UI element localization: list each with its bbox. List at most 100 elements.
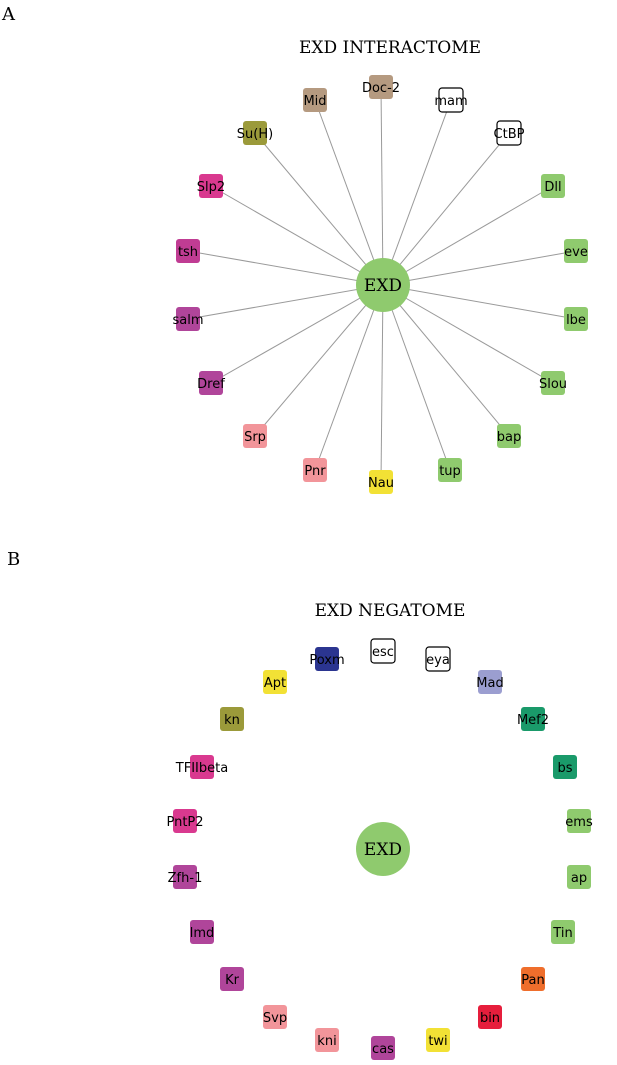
gene-node-box (263, 1005, 287, 1029)
gene-node-label: lbe (566, 313, 586, 328)
gene-node-label: Dref (197, 377, 225, 392)
gene-node: Doc-2 (362, 75, 400, 99)
gene-node-label: Mad (476, 676, 503, 691)
gene-node-box (369, 75, 393, 99)
gene-node: bs (553, 755, 577, 779)
hub-node (356, 258, 410, 312)
edge (382, 185, 554, 286)
gene-node-box (176, 307, 200, 331)
gene-node: Su(H) (237, 121, 273, 145)
gene-node-label: bap (497, 430, 521, 445)
gene-node: Mid (303, 88, 327, 112)
panel-letter: B (7, 549, 20, 570)
gene-node-label: Zfh-1 (168, 871, 203, 886)
gene-node-box (567, 865, 591, 889)
gene-node-label: TFIIbeta (175, 761, 228, 776)
panel-title: EXD NEGATOME (315, 601, 466, 621)
gene-node-box (438, 87, 464, 113)
gene-node-box (220, 967, 244, 991)
gene-node-box (371, 1036, 395, 1060)
gene-node-box (521, 967, 545, 991)
gene-node-box (303, 88, 327, 112)
gene-node-box (190, 755, 214, 779)
gene-node-label: Pnr (304, 464, 326, 479)
gene-node: tsh (176, 239, 200, 263)
gene-node-label: CtBP (494, 127, 525, 142)
edge (382, 99, 452, 286)
gene-node-box (263, 670, 287, 694)
gene-node: ap (567, 865, 591, 889)
gene-node-label: Su(H) (237, 127, 273, 142)
edge (254, 132, 384, 286)
gene-node-box (315, 647, 339, 671)
gene-node: TFIIbeta (175, 755, 228, 779)
gene-node-box (370, 638, 396, 664)
gene-node: Pan (521, 967, 545, 991)
gene-node: eya (425, 646, 451, 672)
gene-node-box (541, 371, 565, 395)
gene-node-box (173, 865, 197, 889)
hub-label: EXD (364, 840, 402, 860)
gene-node: Dll (541, 174, 565, 198)
gene-node: mam (434, 87, 468, 113)
hub-label: EXD (364, 276, 402, 296)
gene-node: kn (220, 707, 244, 731)
edge (210, 284, 384, 384)
gene-node: lbe (564, 307, 588, 331)
gene-node-box (190, 920, 214, 944)
edge (382, 284, 510, 437)
gene-node-label: Kr (225, 973, 240, 988)
gene-node: Pnr (303, 458, 327, 482)
gene-node-box (541, 174, 565, 198)
gene-node: Poxm (309, 647, 345, 671)
gene-node-label: eya (426, 653, 450, 668)
gene-node-label: tsh (178, 245, 198, 260)
edge (380, 284, 384, 483)
gene-node-label: Pan (521, 973, 544, 988)
gene-node-box (173, 809, 197, 833)
gene-node: Dref (197, 371, 225, 395)
gene-node-box (426, 1028, 450, 1052)
gene-node-label: Nau (368, 476, 394, 491)
gene-node-label: Mef2 (517, 713, 549, 728)
gene-node-label: ems (565, 815, 593, 830)
edge (314, 99, 384, 286)
edge (382, 284, 451, 471)
gene-node: bap (497, 424, 521, 448)
edge (382, 250, 577, 286)
gene-node-box (176, 239, 200, 263)
gene-node: bin (478, 1005, 502, 1029)
gene-node-label: bs (557, 761, 572, 776)
gene-node: PntP2 (166, 809, 204, 833)
gene-node: cas (371, 1036, 395, 1060)
gene-node-box (553, 755, 577, 779)
gene-node-label: Svp (263, 1011, 287, 1026)
gene-node-label: mam (434, 94, 467, 109)
gene-node-label: Apt (264, 676, 286, 691)
gene-node-box (567, 809, 591, 833)
gene-node: Kr (220, 967, 244, 991)
edge (187, 284, 384, 320)
gene-node-box (303, 458, 327, 482)
edge (382, 132, 510, 286)
gene-node-box (521, 707, 545, 731)
gene-node-box (478, 670, 502, 694)
gene-node: Mef2 (517, 707, 549, 731)
gene-node-box (199, 371, 223, 395)
gene-node: Slp2 (197, 174, 225, 198)
gene-node-label: Poxm (309, 653, 344, 668)
gene-node-box (564, 307, 588, 331)
gene-node: kni (315, 1028, 339, 1052)
gene-node: CtBP (494, 120, 525, 146)
gene-node-box (243, 121, 267, 145)
gene-node: tup (438, 458, 462, 482)
gene-node-box (496, 120, 522, 146)
gene-node: Tin (551, 920, 575, 944)
gene-node-label: Slp2 (197, 180, 225, 195)
gene-node-label: tup (439, 464, 461, 479)
edge (210, 185, 384, 286)
gene-node-label: salm (172, 313, 203, 328)
